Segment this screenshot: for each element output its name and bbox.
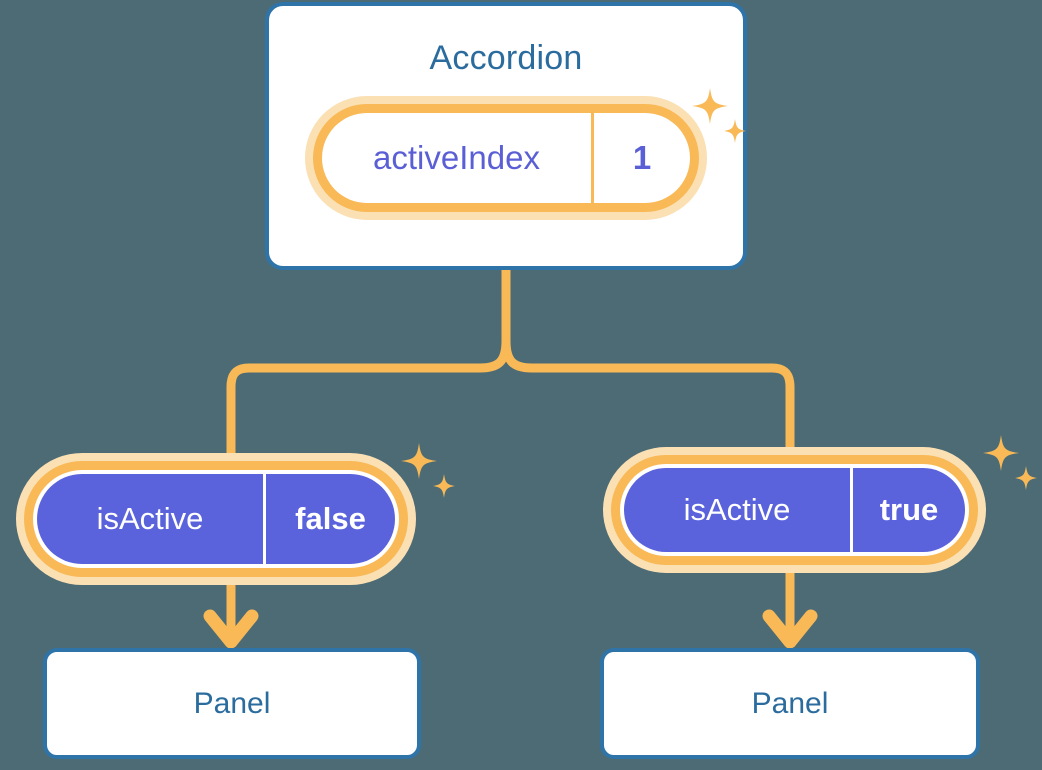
pill-value-label: true [879,492,939,527]
panel-component-node-right[interactable]: Panel [600,648,980,759]
pill-value-label: 1 [632,139,652,176]
pill-key-label: activeIndex [322,113,594,203]
pill-body: activeIndex 1 [322,113,690,203]
panel-label: Panel [751,686,829,720]
page-title: Accordion [429,39,583,77]
pill-body: isActive true [624,468,965,552]
prop-pill-is-active-true[interactable]: isActive true [603,447,986,573]
state-pill-active-index[interactable]: activeIndex 1 [305,96,707,220]
pill-key-label: isActive [624,468,853,552]
pill-value-label: false [295,501,366,536]
sparkle-icon [983,435,1037,490]
prop-pill-is-active-false[interactable]: isActive false [16,453,416,585]
pill-key-label: isActive [37,474,266,564]
panel-component-node-left[interactable]: Panel [43,648,421,759]
pill-body: isActive false [37,474,395,564]
panel-label: Panel [193,686,271,720]
